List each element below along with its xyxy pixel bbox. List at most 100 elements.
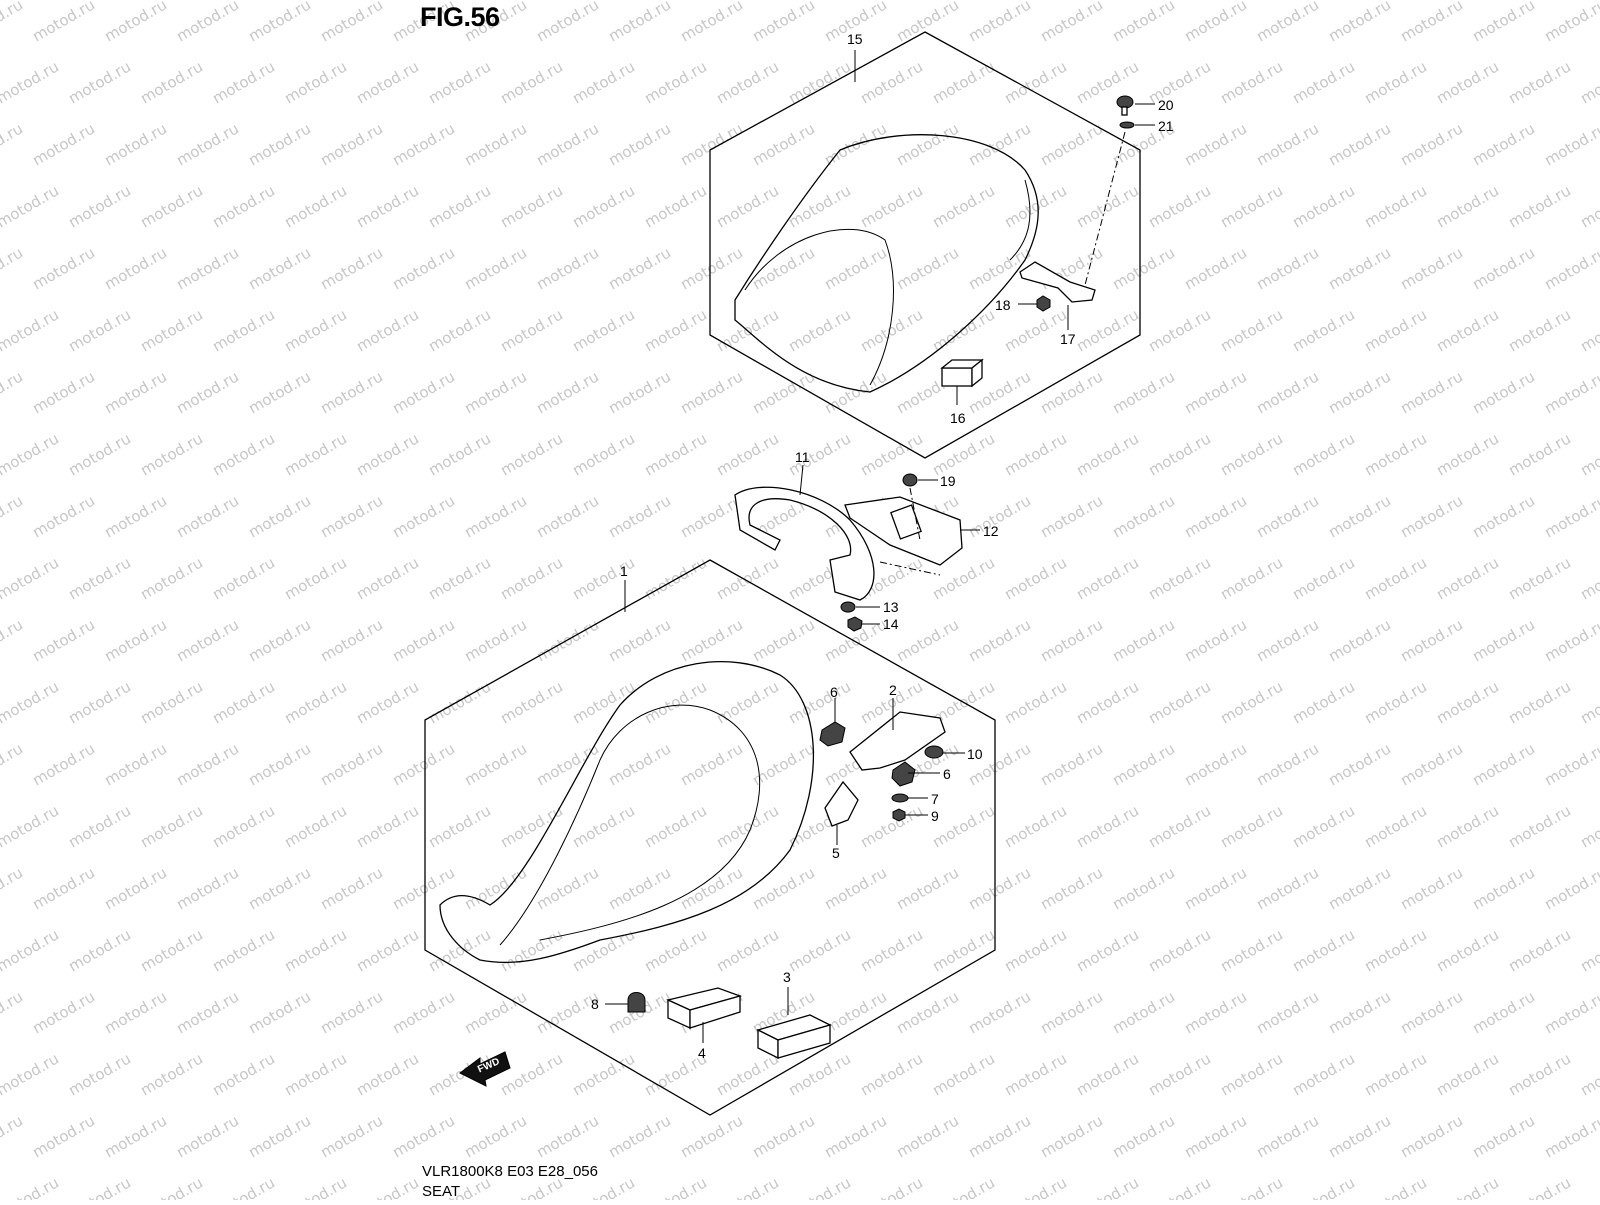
watermark-text: motod.ru bbox=[1253, 243, 1322, 293]
watermark-text: motod.ru bbox=[1037, 491, 1106, 541]
watermark-text: motod.ru bbox=[0, 491, 26, 541]
watermark-text: motod.ru bbox=[641, 429, 710, 479]
watermark-text: motod.ru bbox=[173, 863, 242, 913]
watermark-text: motod.ru bbox=[1217, 181, 1286, 231]
watermark-text: motod.ru bbox=[1325, 987, 1394, 1037]
watermark-text: motod.ru bbox=[101, 863, 170, 913]
watermark-text: motod.ru bbox=[497, 801, 566, 851]
watermark-text: motod.ru bbox=[1397, 615, 1466, 665]
watermark-text: motod.ru bbox=[713, 1173, 782, 1200]
watermark-text: motod.ru bbox=[1073, 181, 1142, 231]
watermark-text: motod.ru bbox=[281, 429, 350, 479]
watermark-text: motod.ru bbox=[1181, 1111, 1250, 1161]
watermark-text: motod.ru bbox=[425, 677, 494, 727]
watermark-text: motod.ru bbox=[173, 367, 242, 417]
watermark-text: motod.ru bbox=[1469, 367, 1538, 417]
watermark-text: motod.ru bbox=[1289, 305, 1358, 355]
part-11-grab-strap bbox=[734, 486, 875, 601]
watermark-text: motod.ru bbox=[1181, 491, 1250, 541]
watermark-text: motod.ru bbox=[65, 181, 134, 231]
watermark-text: motod.ru bbox=[857, 1049, 926, 1099]
watermark-text: motod.ru bbox=[1577, 429, 1600, 479]
watermark-text: motod.ru bbox=[101, 615, 170, 665]
watermark-text: motod.ru bbox=[137, 925, 206, 975]
watermark-text: motod.ru bbox=[821, 243, 890, 293]
watermark-text: motod.ru bbox=[0, 243, 26, 293]
watermark-text: motod.ru bbox=[1361, 801, 1430, 851]
callout-18: 18 bbox=[995, 297, 1011, 313]
watermark-text: motod.ru bbox=[1289, 429, 1358, 479]
watermark-text: motod.ru bbox=[1145, 801, 1214, 851]
watermark-text: motod.ru bbox=[1181, 987, 1250, 1037]
watermark-text: motod.ru bbox=[749, 863, 818, 913]
watermark-text: motod.ru bbox=[1433, 677, 1502, 727]
watermark-text: motod.ru bbox=[1109, 987, 1178, 1037]
watermark-text: motod.ru bbox=[1505, 801, 1574, 851]
watermark-text: motod.ru bbox=[1073, 677, 1142, 727]
watermark-text: motod.ru bbox=[209, 553, 278, 603]
latch-screw-axis bbox=[909, 487, 921, 541]
part-13-washer bbox=[840, 601, 856, 613]
watermark-text: motod.ru bbox=[605, 367, 674, 417]
watermark-text: motod.ru bbox=[1109, 863, 1178, 913]
watermark-text: motod.ru bbox=[65, 553, 134, 603]
watermark-text: motod.ru bbox=[785, 1173, 854, 1200]
watermark-text: motod.ru bbox=[137, 57, 206, 107]
watermark-text: motod.ru bbox=[605, 119, 674, 169]
watermark-text: motod.ru bbox=[1181, 367, 1250, 417]
figure-title: FIG.56 bbox=[420, 2, 500, 32]
callout-11: 11 bbox=[795, 449, 810, 465]
watermark-text: motod.ru bbox=[1505, 305, 1574, 355]
watermark-text: motod.ru bbox=[245, 987, 314, 1037]
watermark-text: motod.ru bbox=[929, 801, 998, 851]
watermark-text: motod.ru bbox=[245, 739, 314, 789]
watermark-text: motod.ru bbox=[65, 1049, 134, 1099]
watermark-text: motod.ru bbox=[65, 677, 134, 727]
watermark-text: motod.ru bbox=[1037, 739, 1106, 789]
watermark-text: motod.ru bbox=[0, 1111, 26, 1161]
watermark-text: motod.ru bbox=[569, 925, 638, 975]
watermark-text: motod.ru bbox=[1397, 1111, 1466, 1161]
watermark-text: motod.ru bbox=[533, 243, 602, 293]
watermark-text: motod.ru bbox=[317, 615, 386, 665]
watermark-text: motod.ru bbox=[461, 863, 530, 913]
watermark-text: motod.ru bbox=[1325, 0, 1394, 45]
watermark-text: motod.ru bbox=[1289, 925, 1358, 975]
watermark-text: motod.ru bbox=[281, 1173, 350, 1200]
watermark-text: motod.ru bbox=[497, 429, 566, 479]
watermark-text: motod.ru bbox=[641, 801, 710, 851]
watermark-text: motod.ru bbox=[1397, 0, 1466, 45]
callout-21: 21 bbox=[1158, 118, 1174, 134]
callout-6-upper: 6 bbox=[830, 684, 838, 700]
watermark-text: motod.ru bbox=[209, 1173, 278, 1200]
watermark-text: motod.ru bbox=[1001, 925, 1070, 975]
watermark-text: motod.ru bbox=[317, 863, 386, 913]
watermark-text: motod.ru bbox=[245, 119, 314, 169]
watermark-text: motod.ru bbox=[1433, 1049, 1502, 1099]
watermark-text: motod.ru bbox=[1325, 863, 1394, 913]
watermark-text: motod.ru bbox=[677, 119, 746, 169]
watermark-text: motod.ru bbox=[209, 925, 278, 975]
callout-7: 7 bbox=[931, 791, 939, 807]
watermark-text: motod.ru bbox=[1181, 0, 1250, 45]
watermark-text: motod.ru bbox=[1577, 553, 1600, 603]
watermark-text: motod.ru bbox=[569, 1049, 638, 1099]
watermark-text: motod.ru bbox=[101, 739, 170, 789]
watermark-text: motod.ru bbox=[65, 801, 134, 851]
watermark-text: motod.ru bbox=[713, 181, 782, 231]
watermark-text: motod.ru bbox=[1325, 119, 1394, 169]
watermark-text: motod.ru bbox=[0, 739, 26, 789]
watermark-text: motod.ru bbox=[641, 181, 710, 231]
watermark-text: motod.ru bbox=[1577, 1173, 1600, 1200]
watermark-text: motod.ru bbox=[785, 677, 854, 727]
watermark-text: motod.ru bbox=[173, 987, 242, 1037]
watermark-text: motod.ru bbox=[281, 1049, 350, 1099]
watermark-text: motod.ru bbox=[353, 429, 422, 479]
watermark-text: motod.ru bbox=[1361, 1049, 1430, 1099]
watermark-text: motod.ru bbox=[1181, 863, 1250, 913]
watermark-text: motod.ru bbox=[1577, 801, 1600, 851]
watermark-text: motod.ru bbox=[1145, 553, 1214, 603]
part-9-nut bbox=[892, 808, 906, 822]
watermark-text: motod.ru bbox=[1577, 677, 1600, 727]
part-18-nut bbox=[1036, 295, 1051, 312]
